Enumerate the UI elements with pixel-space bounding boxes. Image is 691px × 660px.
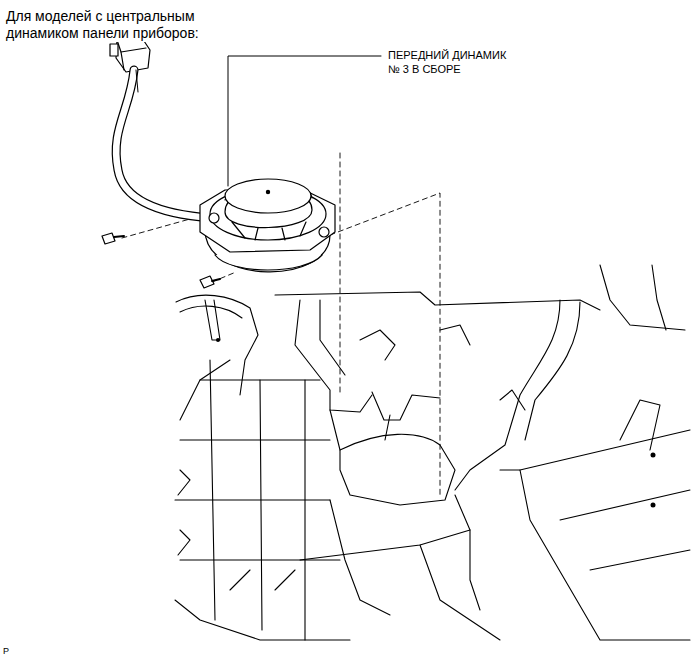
part-name: ПЕРЕДНИЙ ДИНАМИК № 3 В СБОРЕ (386, 48, 518, 76)
heading-note: Для моделей с центральным динамиком пане… (6, 8, 241, 42)
figure-code: P (3, 646, 9, 656)
